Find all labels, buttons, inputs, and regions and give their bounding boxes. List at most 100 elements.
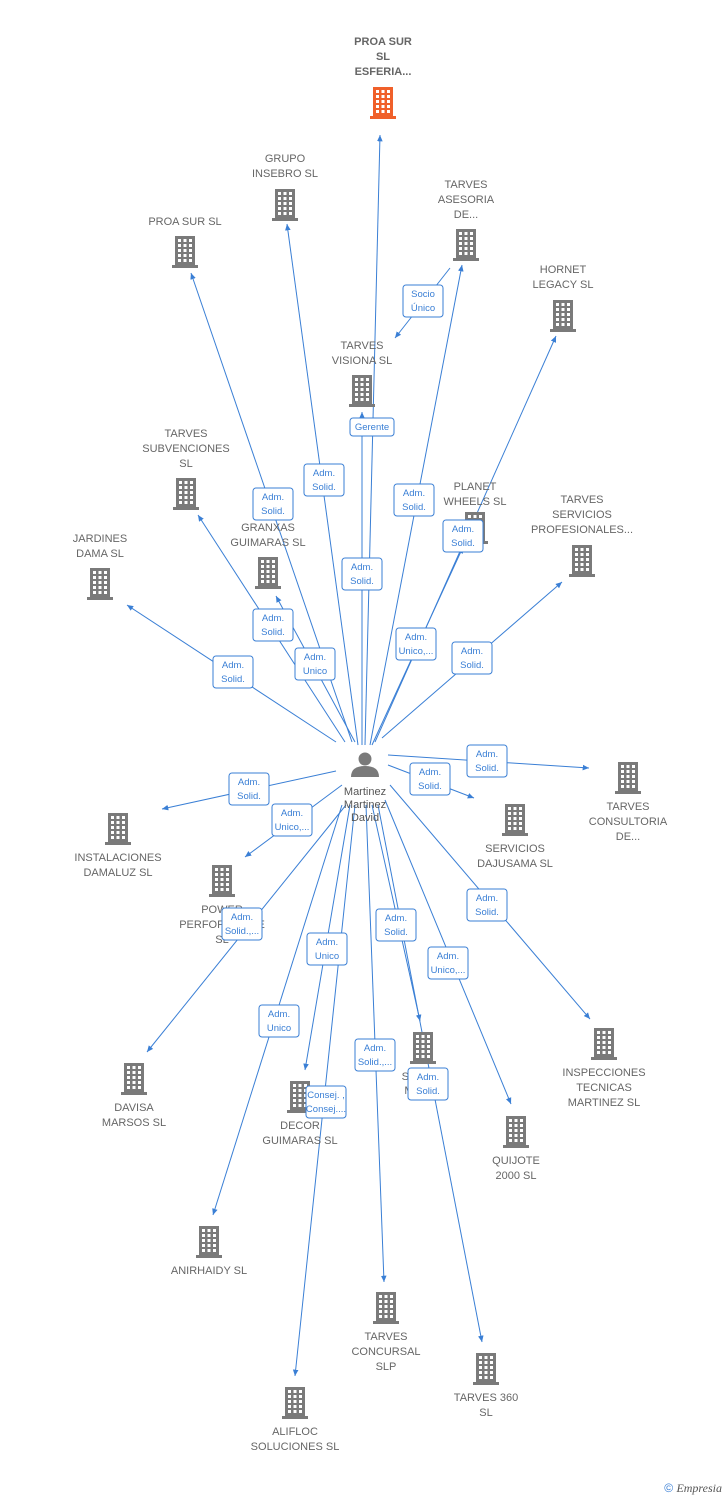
- company-label: WHEELS SL: [444, 496, 507, 508]
- edge-label-instalaciones[interactable]: Adm.Solid.: [228, 772, 270, 806]
- building-icon: [196, 1226, 222, 1258]
- edge-label-tarves_servicios[interactable]: Adm.Solid.: [451, 641, 493, 675]
- edge-label-text: Solid.: [475, 763, 499, 774]
- edge-label-power[interactable]: Adm.Unico,...: [271, 803, 313, 837]
- building-icon: [473, 1353, 499, 1385]
- company-label: QUIJOTE: [492, 1155, 540, 1167]
- building-icon: [591, 1028, 617, 1060]
- company-label: DAMALUZ SL: [83, 867, 152, 879]
- edge-label-text: Adm.: [262, 613, 284, 624]
- person-name: Martinez: [344, 799, 386, 811]
- edge-label-tarves_concursal[interactable]: Adm.Solid.,...: [354, 1038, 396, 1072]
- edge-label-text: Adm.: [281, 808, 303, 819]
- company-label: DE...: [454, 209, 478, 221]
- edge-label-text: Adm.: [403, 488, 425, 499]
- edge-label-servicios_dajusama[interactable]: Adm.Solid.: [409, 762, 451, 796]
- edge-label-decor[interactable]: Adm.Unico: [306, 932, 348, 966]
- person-icon: [351, 752, 379, 777]
- company-node-proa_esferia[interactable]: PROA SURSLESFERIA...: [354, 36, 412, 119]
- person-name: Martinez: [344, 786, 386, 798]
- company-label: ALIFLOC: [272, 1426, 318, 1438]
- company-node-proa_sur[interactable]: PROA SUR SL: [148, 216, 222, 268]
- edge-label-planet[interactable]: Adm. Unico,...: [395, 627, 437, 661]
- company-label: SOLUCIONES SL: [251, 1441, 340, 1453]
- edge-label-text: Solid.,...: [358, 1057, 392, 1068]
- edge-label-text: Adm.: [238, 777, 260, 788]
- edge-label-text: Unico,...: [431, 965, 466, 976]
- company-label: ASESORIA: [438, 194, 495, 206]
- company-label: MARSOS SL: [102, 1117, 166, 1129]
- edge-label-quijote[interactable]: Adm.Unico,...: [427, 946, 469, 980]
- edge-label-text: Adm.: [304, 652, 326, 663]
- company-label: PROA SUR SL: [148, 216, 221, 228]
- company-node-tarves_consultoria[interactable]: TARVESCONSULTORIADE...: [589, 762, 668, 843]
- edge-label-alifloc[interactable]: Consej. ,Consej....: [305, 1085, 347, 1119]
- edge-label-grupo_insebro[interactable]: Adm.Solid.: [303, 463, 345, 497]
- company-node-tarves_servicios[interactable]: TARVESSERVICIOSPROFESIONALES...: [531, 494, 633, 577]
- company-label: GUIMARAS SL: [262, 1135, 337, 1147]
- edge-label-text: Unico: [267, 1023, 291, 1034]
- company-label: TARVES: [607, 801, 650, 813]
- edge-label-tarves_360[interactable]: Adm.Solid.: [407, 1067, 449, 1101]
- edge-label-text: Socio: [411, 289, 435, 300]
- edge-label-text: Solid.: [350, 576, 374, 587]
- building-icon: [502, 804, 528, 836]
- edge-label-se_m[interactable]: Adm.Solid.: [375, 908, 417, 942]
- edge-label-tarves_subvenciones[interactable]: Adm.Solid.: [252, 608, 294, 642]
- edge-label-proa_sur[interactable]: Adm.Solid.: [252, 487, 294, 521]
- company-label: SL: [179, 458, 192, 470]
- company-label: DAJUSAMA SL: [477, 858, 553, 870]
- edge-label-text: Solid.: [261, 506, 285, 517]
- company-node-alifloc[interactable]: ALIFLOC SOLUCIONES SL: [251, 1387, 340, 1453]
- edge-label-text: Solid.,...: [225, 926, 259, 937]
- edge-label-proa_esferia[interactable]: Gerente: [349, 417, 395, 437]
- building-icon: [370, 87, 396, 119]
- edge-label-granxas[interactable]: Adm. Unico: [294, 647, 336, 681]
- edge-label-davisa[interactable]: Adm.Solid.,...: [221, 907, 263, 941]
- edge-label-hornet[interactable]: Adm. Solid.: [442, 519, 484, 553]
- edge-label-text: Unico,...: [399, 646, 434, 657]
- company-label: INSEBRO SL: [252, 168, 318, 180]
- edge-label-tarves_consultoria[interactable]: Adm.Solid.: [466, 744, 508, 778]
- building-icon: [453, 229, 479, 261]
- edge-label-inspecciones[interactable]: Adm.Solid.: [466, 888, 508, 922]
- footer-brand[interactable]: © Empresia: [664, 1481, 722, 1496]
- company-label: INSPECCIONES: [562, 1067, 645, 1079]
- company-label: TARVES 360: [454, 1392, 518, 1404]
- edge-label-text: Adm.: [452, 524, 474, 535]
- edge-label-anirhaidy[interactable]: Adm. Unico: [258, 1004, 300, 1038]
- company-label: CONCURSAL: [351, 1346, 420, 1358]
- edge-label-text: Adm.: [405, 632, 427, 643]
- edge-label-tarves_asesoria[interactable]: Adm.Solid.: [393, 483, 435, 517]
- edge-label-text: Adm.: [316, 937, 338, 948]
- company-node-anirhaidy[interactable]: ANIRHAIDY SL: [171, 1226, 247, 1277]
- edge-label-text: Solid.: [451, 538, 475, 549]
- building-icon: [87, 568, 113, 600]
- edge-label-tarves_visiona[interactable]: Adm.Solid.: [341, 557, 383, 591]
- company-node-tarves_asesoria[interactable]: TARVESASESORIADE...: [438, 179, 495, 261]
- company-label: CONSULTORIA: [589, 816, 668, 828]
- edge-label-text: Unico: [303, 666, 327, 677]
- company-label: PLANET: [454, 481, 497, 493]
- edge-label-text: Adm.: [268, 1009, 290, 1020]
- building-icon: [373, 1292, 399, 1324]
- edge-label-text: Adm.: [476, 893, 498, 904]
- company-label: SERVICIOS: [552, 509, 612, 521]
- edge-label-jardines[interactable]: Adm.Solid.: [212, 655, 254, 689]
